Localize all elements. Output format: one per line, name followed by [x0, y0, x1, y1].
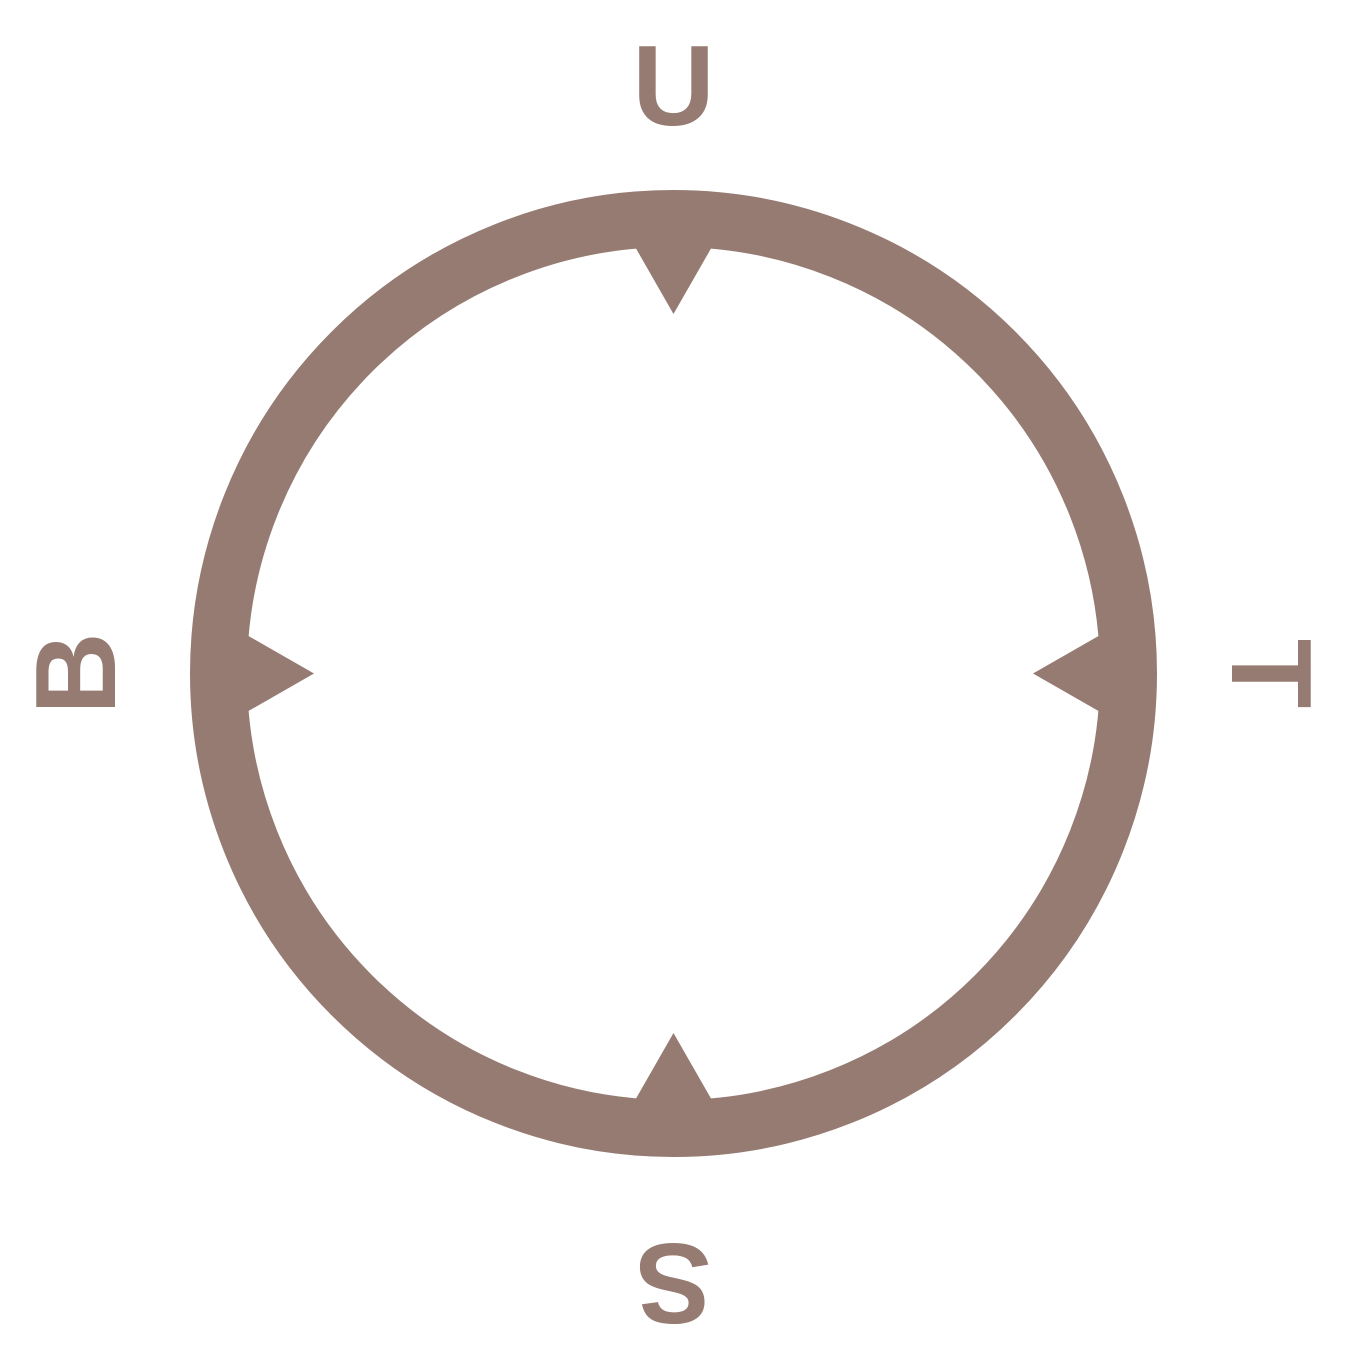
- south-tick-triangle: [634, 1033, 713, 1102]
- compass-ring: [190, 190, 1157, 1157]
- east-tick-triangle: [1033, 634, 1102, 713]
- label-right: T: [1207, 639, 1334, 709]
- label-left: B: [13, 632, 140, 714]
- label-top: U: [632, 23, 714, 150]
- west-tick-triangle: [245, 634, 314, 713]
- label-bottom: S: [635, 1219, 711, 1346]
- north-tick-triangle: [634, 245, 713, 314]
